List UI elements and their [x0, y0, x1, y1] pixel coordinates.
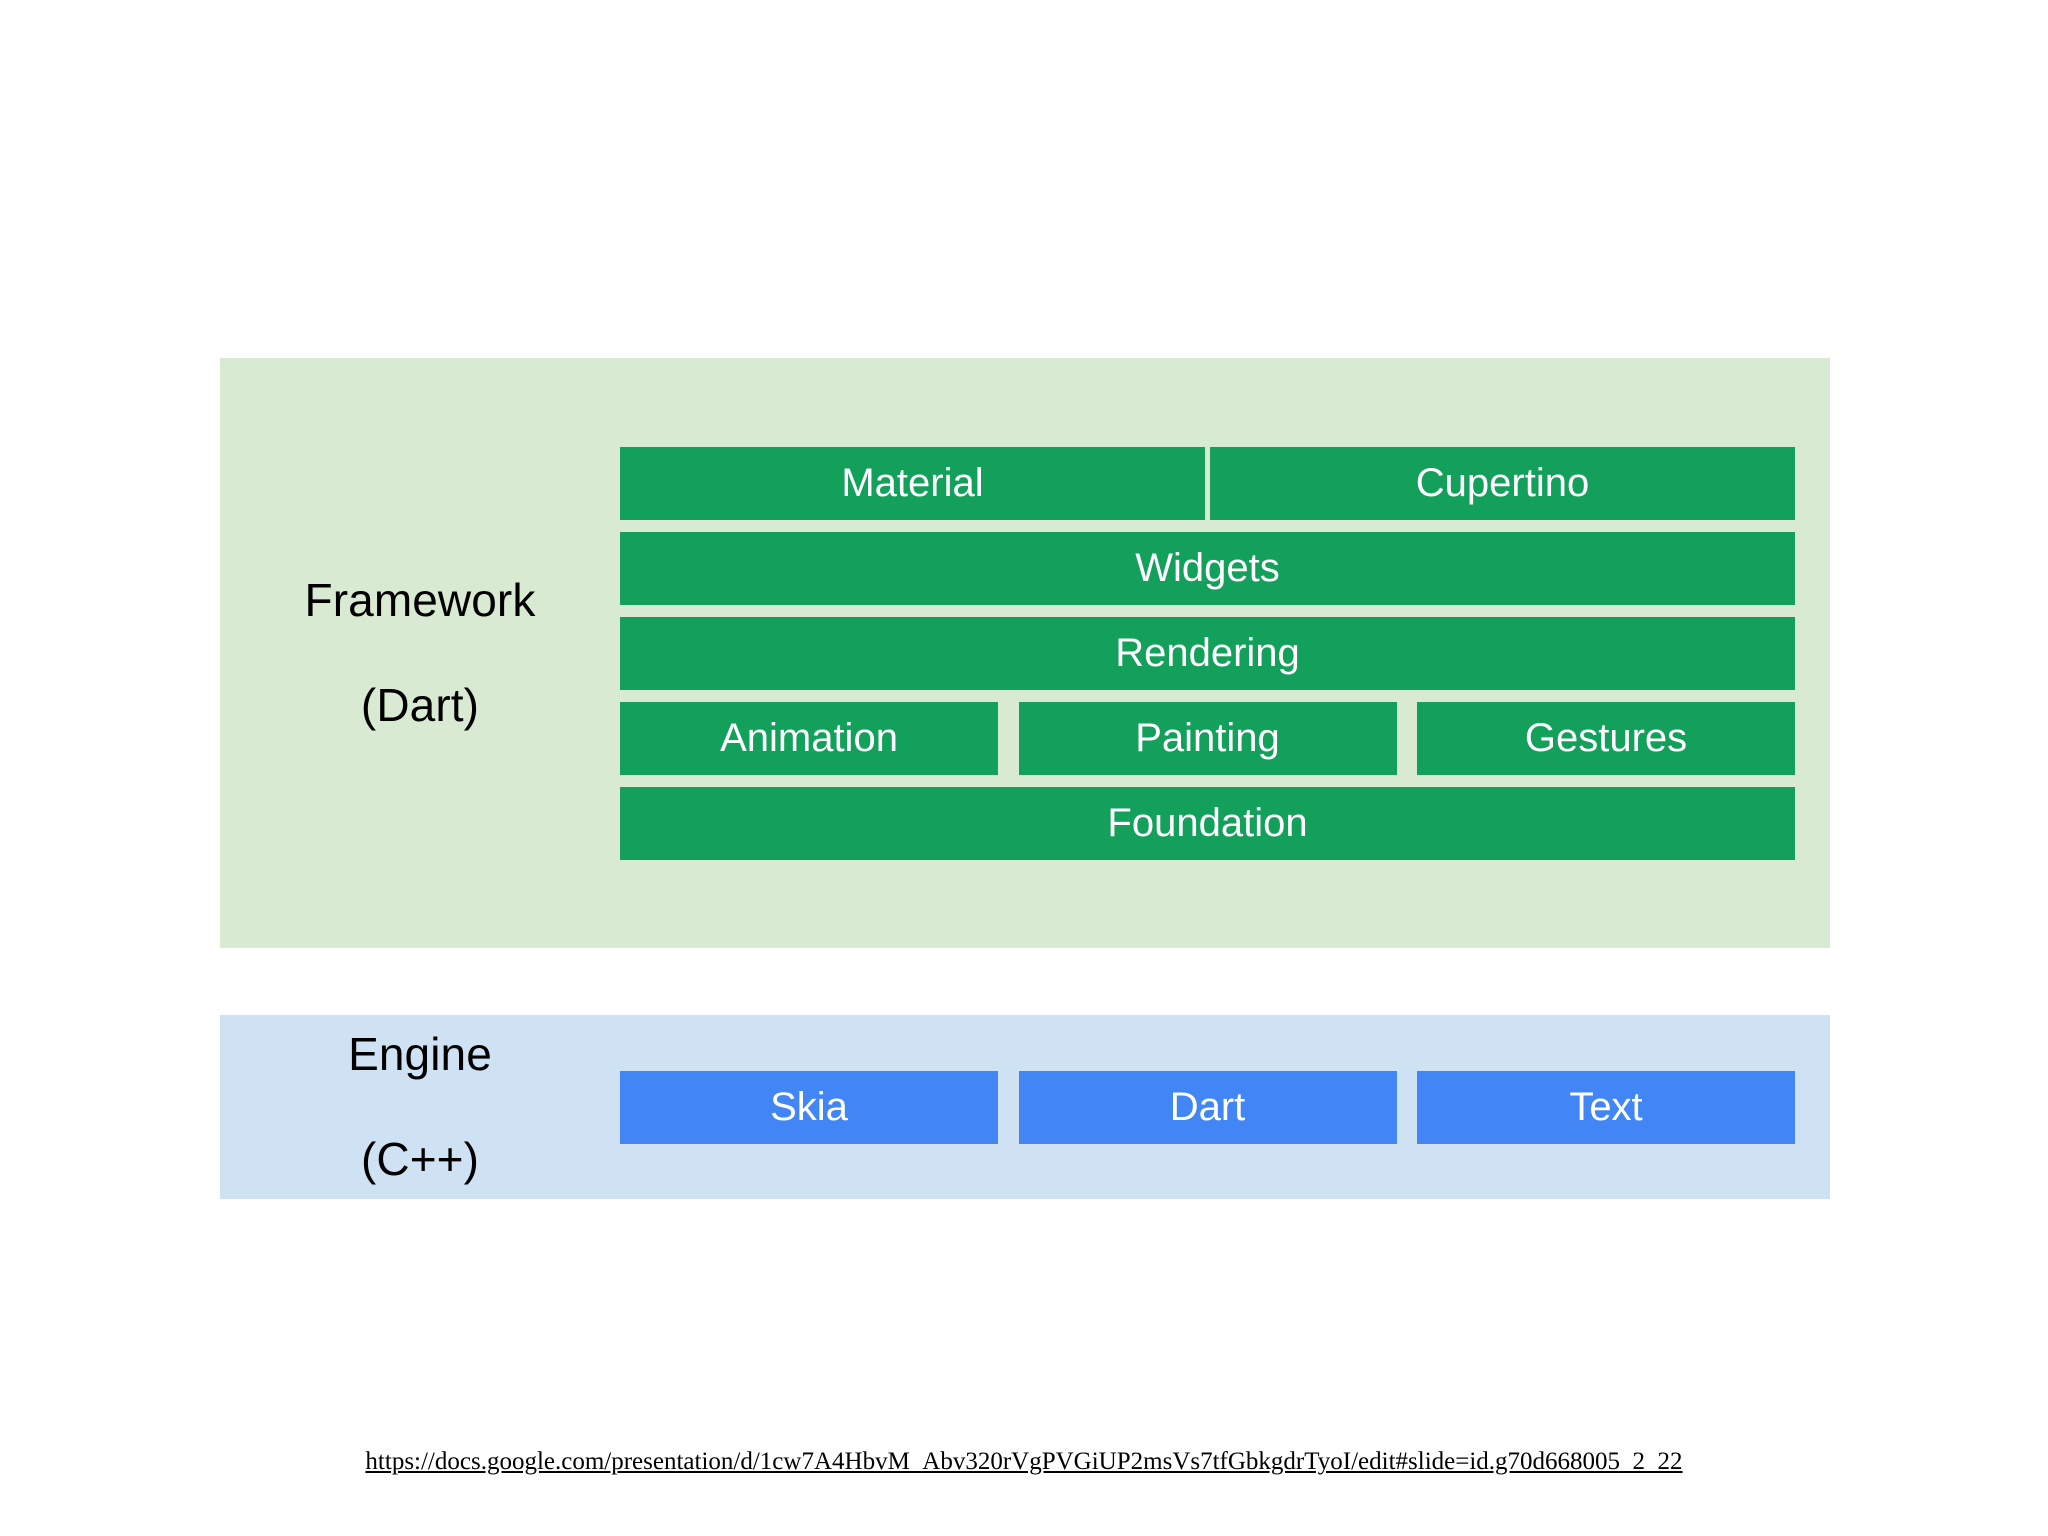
framework-layer-label: Framework (Dart) [220, 522, 620, 784]
box-animation[interactable]: Animation [620, 701, 998, 775]
engine-label-line-1: Engine [348, 1028, 492, 1081]
box-foundation[interactable]: Foundation [620, 786, 1795, 860]
framework-row-rendering: Rendering [620, 616, 1795, 690]
framework-row-design-languages: Material Cupertino [620, 446, 1795, 520]
box-rendering[interactable]: Rendering [620, 616, 1795, 690]
framework-label-line-2: (Dart) [360, 679, 480, 732]
box-cupertino[interactable]: Cupertino [1210, 446, 1795, 520]
box-skia[interactable]: Skia [620, 1070, 998, 1144]
framework-row-foundation: Foundation [620, 786, 1795, 860]
framework-row-animation-painting-gestures: Animation Painting Gestures [620, 701, 1795, 775]
engine-row-skia-dart-text: Skia Dart Text [620, 1070, 1795, 1144]
box-gestures[interactable]: Gestures [1417, 701, 1795, 775]
engine-layer-panel: Engine (C++) Skia Dart Text [220, 1015, 1830, 1199]
framework-layer-panel: Framework (Dart) Material Cupertino Widg… [220, 358, 1830, 948]
framework-row-widgets: Widgets [620, 531, 1795, 605]
box-widgets[interactable]: Widgets [620, 531, 1795, 605]
engine-box-stack: Skia Dart Text [620, 1070, 1830, 1144]
engine-layer-label: Engine (C++) [220, 976, 620, 1238]
box-material[interactable]: Material [620, 446, 1205, 520]
framework-label-line-1: Framework [304, 574, 536, 627]
framework-box-stack: Material Cupertino Widgets Rendering Ani… [620, 446, 1830, 860]
box-text[interactable]: Text [1417, 1070, 1795, 1144]
box-dart[interactable]: Dart [1018, 1070, 1397, 1144]
source-url-link[interactable]: https://docs.google.com/presentation/d/1… [365, 1448, 1683, 1475]
engine-label-line-2: (C++) [360, 1133, 480, 1186]
box-painting[interactable]: Painting [1018, 701, 1397, 775]
